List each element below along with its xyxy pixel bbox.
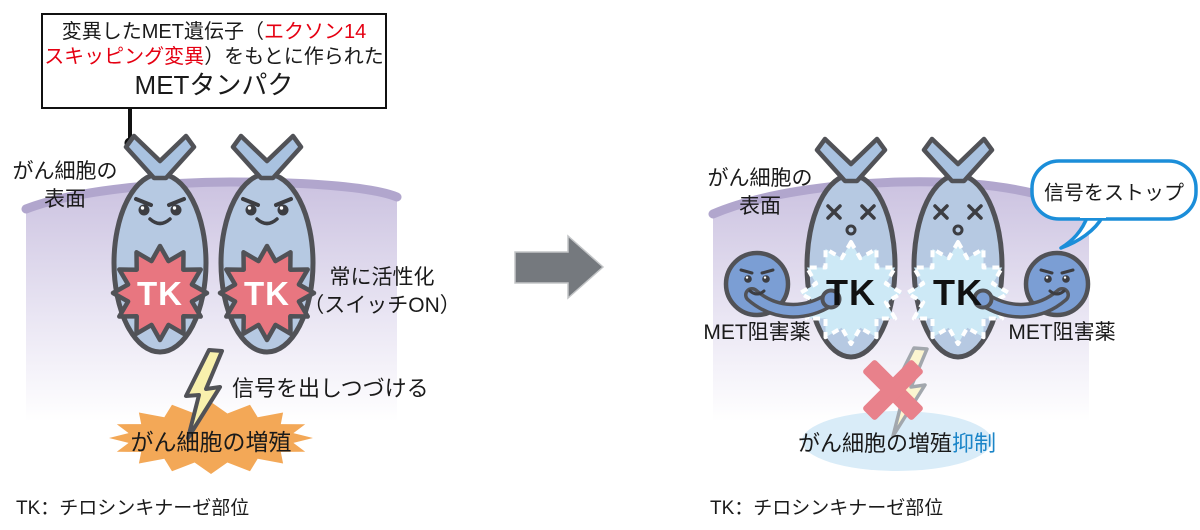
tk-site-starburst-blocked (798, 240, 904, 346)
inactivated-face-icon (933, 204, 983, 236)
met-inhibitor-label-left: MET阻害薬 (703, 321, 811, 344)
always-active-line2: （スイッチON） (303, 294, 461, 317)
met-receptor-icon (123, 133, 197, 181)
left-cell-membrane (21, 177, 402, 214)
proliferation-label: がん細胞の増殖 (130, 429, 292, 455)
right-footnote: TK：チロシンキナーゼ部位 (710, 498, 944, 519)
tk-label: TK (826, 272, 876, 313)
left-surface-label: がん細胞の 表面 (6, 158, 124, 214)
annotation-line-1: 変異したMET遺伝子（エクソン14 (43, 20, 385, 45)
signal-label: 信号を出しつづける (232, 376, 429, 401)
angry-face-icon (241, 197, 293, 226)
suppression-label-black: がん細胞の増殖 (797, 431, 952, 456)
met-inhibitor-label-right: MET阻害薬 (1008, 321, 1116, 344)
tk-site-starburst-active (217, 243, 317, 343)
tk-label: TK (244, 275, 290, 312)
annotation-line-3: METタンパク (134, 70, 294, 100)
right-surface-label-line2: 表面 (739, 195, 781, 218)
tk-label: TK (137, 275, 183, 312)
tk-site-starburst-active (110, 243, 210, 343)
left-footnote: TK：チロシンキナーゼ部位 (16, 498, 250, 519)
annotation-text-black: 変異したMET遺伝子（ (61, 21, 264, 43)
block-x-icon (863, 360, 923, 420)
tk-site-starburst-blocked (905, 240, 1011, 346)
speech-bubble (1030, 159, 1198, 250)
tk-label: TK (933, 272, 983, 313)
annotation-text-red: スキッピング変異 (44, 46, 205, 68)
met-receptor-icon (230, 133, 304, 181)
signal-lightning-icon (184, 348, 224, 440)
left-surface-label-line2: 表面 (44, 188, 86, 211)
right-surface-label-line1: がん細胞の (707, 167, 813, 190)
met-inhibitor-character-right (972, 250, 1091, 319)
angry-face-icon (134, 197, 186, 226)
suppression-ellipse (802, 411, 992, 471)
met-receptor-icon (921, 136, 995, 184)
annotation-text-red: エクソン14 (263, 21, 367, 43)
transition-arrow-icon (514, 234, 605, 300)
left-surface-label-line1: がん細胞の (12, 160, 118, 183)
suppression-label-blue: 抑制 (952, 431, 997, 456)
annotation-line-2: スキッピング変異）をもとに作られた (43, 45, 385, 70)
speech-bubble-label: 信号をストップ (1044, 182, 1184, 205)
proliferation-starburst (109, 402, 313, 474)
met-inhibitor-character-left (723, 250, 842, 319)
met-receptor-icon (814, 136, 888, 184)
inactivated-face-icon (826, 204, 876, 236)
annotation-box: 変異したMET遺伝子（エクソン14 スキッピング変異）をもとに作られた METタ… (41, 13, 387, 109)
annotation-text-black: ）をもとに作られた (204, 46, 384, 68)
always-active-label: 常に活性化 （スイッチON） (302, 264, 462, 320)
always-active-line1: 常に活性化 (329, 266, 435, 289)
right-surface-label: がん細胞の 表面 (701, 165, 819, 221)
suppression-label: がん細胞の増殖抑制 (798, 426, 996, 458)
